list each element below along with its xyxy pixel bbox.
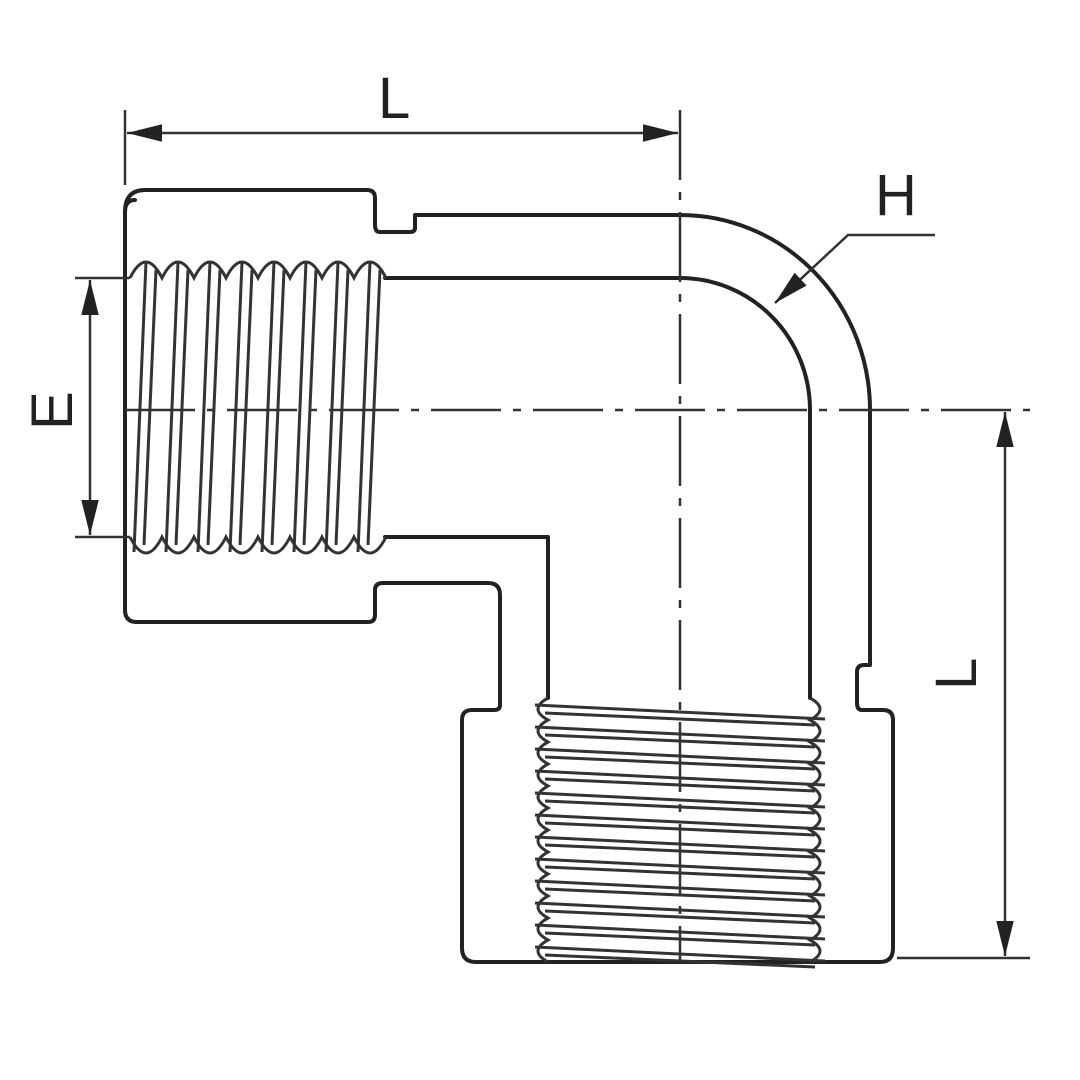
bore-outline-lower <box>383 535 550 700</box>
thread-line <box>174 269 190 546</box>
thread-line <box>270 269 286 546</box>
thread-line <box>534 703 826 721</box>
thread-line <box>196 261 212 553</box>
thread-e-label: E <box>20 391 85 430</box>
thread-line <box>366 269 382 546</box>
thread-line <box>260 261 276 553</box>
thread-crest <box>128 533 388 555</box>
thread-line <box>544 909 816 925</box>
thread-crest <box>806 696 822 964</box>
left-thread <box>128 260 388 555</box>
thread-line <box>206 269 222 546</box>
hex-label: H <box>875 163 917 228</box>
thread-crest <box>536 696 552 964</box>
thread-line <box>334 269 350 546</box>
thread-line <box>534 791 826 809</box>
thread-line <box>302 269 318 546</box>
hex-leader <box>774 233 935 304</box>
thread-line <box>142 269 158 546</box>
thread-line <box>324 261 340 553</box>
thread-line <box>544 887 816 903</box>
thread-line <box>238 269 254 546</box>
bore-outline <box>383 276 812 700</box>
thread-line <box>132 261 148 553</box>
side-length-label: L <box>924 658 989 690</box>
body-outline <box>123 188 895 964</box>
thread-line <box>356 261 372 553</box>
thread-line <box>292 261 308 553</box>
thread-line <box>534 813 826 831</box>
top-length-label: L <box>378 66 410 131</box>
thread-crest <box>128 260 388 282</box>
thread-line <box>544 711 816 727</box>
thread-line <box>164 261 180 553</box>
thread-line <box>228 261 244 553</box>
